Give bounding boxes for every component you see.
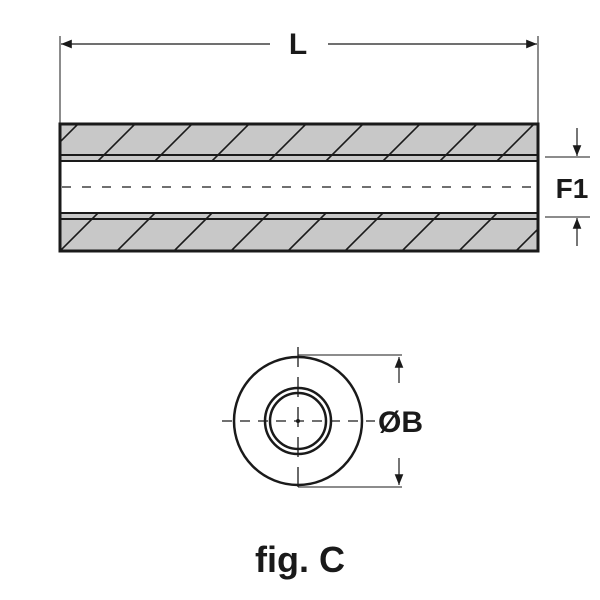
bore-label: F1 <box>556 173 589 204</box>
hatch-line <box>515 227 538 251</box>
hatch-line <box>60 124 79 144</box>
side-section-view <box>58 122 591 253</box>
hatch-line <box>554 124 591 161</box>
bore-dimension: F1 <box>545 128 590 246</box>
figure-caption: fig. C <box>255 539 345 580</box>
length-dimension: L <box>59 28 539 124</box>
diameter-dimension: ØB <box>298 354 423 488</box>
end-view <box>222 347 375 495</box>
diameter-label: ØB <box>378 406 423 439</box>
length-label: L <box>289 28 307 61</box>
